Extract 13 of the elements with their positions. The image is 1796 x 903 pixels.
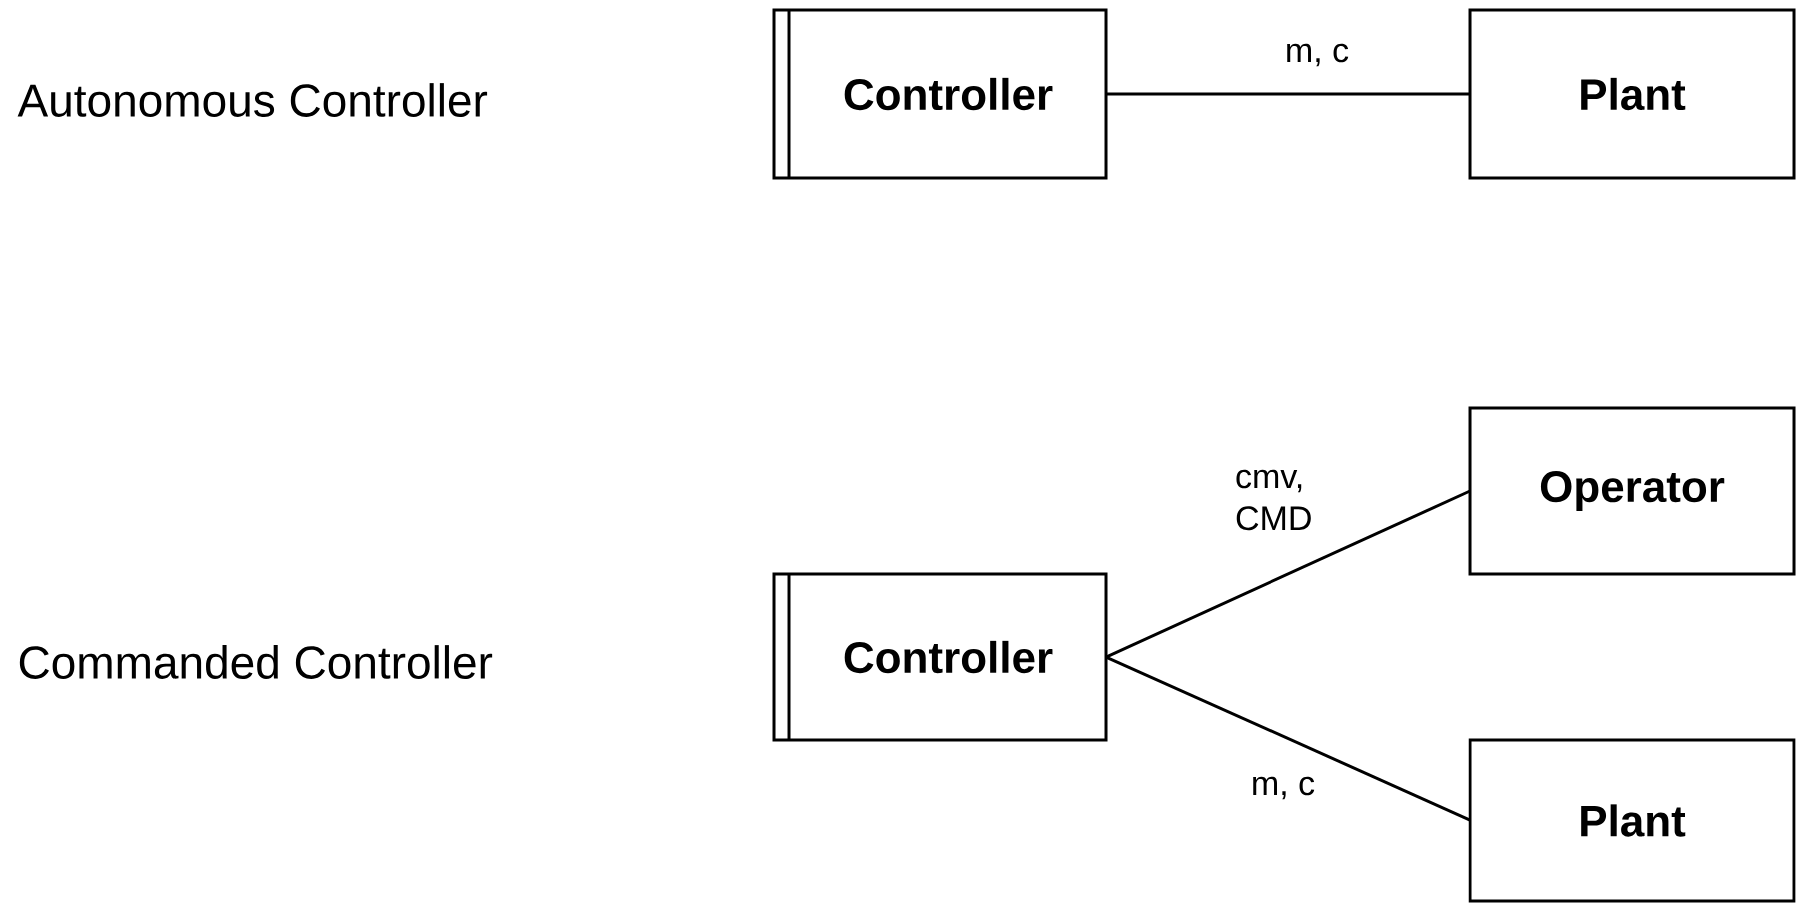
process-box: Controller [772,8,1108,180]
connector-line [1106,92,1470,96]
edge-label: cmv, CMD [1236,469,1311,531]
edge-label: m, c [1253,776,1315,800]
edge-label: m, c [1287,43,1349,67]
process-box: Plant [1468,8,1796,180]
row-label: Autonomous Controller [17,83,488,117]
process-box: Operator [1468,406,1796,576]
connector-line [1105,655,1471,822]
process-box: Plant [1468,738,1796,903]
connector-line [1105,489,1471,659]
process-box: Controller [772,572,1108,742]
row-label: Commanded Controller [19,645,493,679]
